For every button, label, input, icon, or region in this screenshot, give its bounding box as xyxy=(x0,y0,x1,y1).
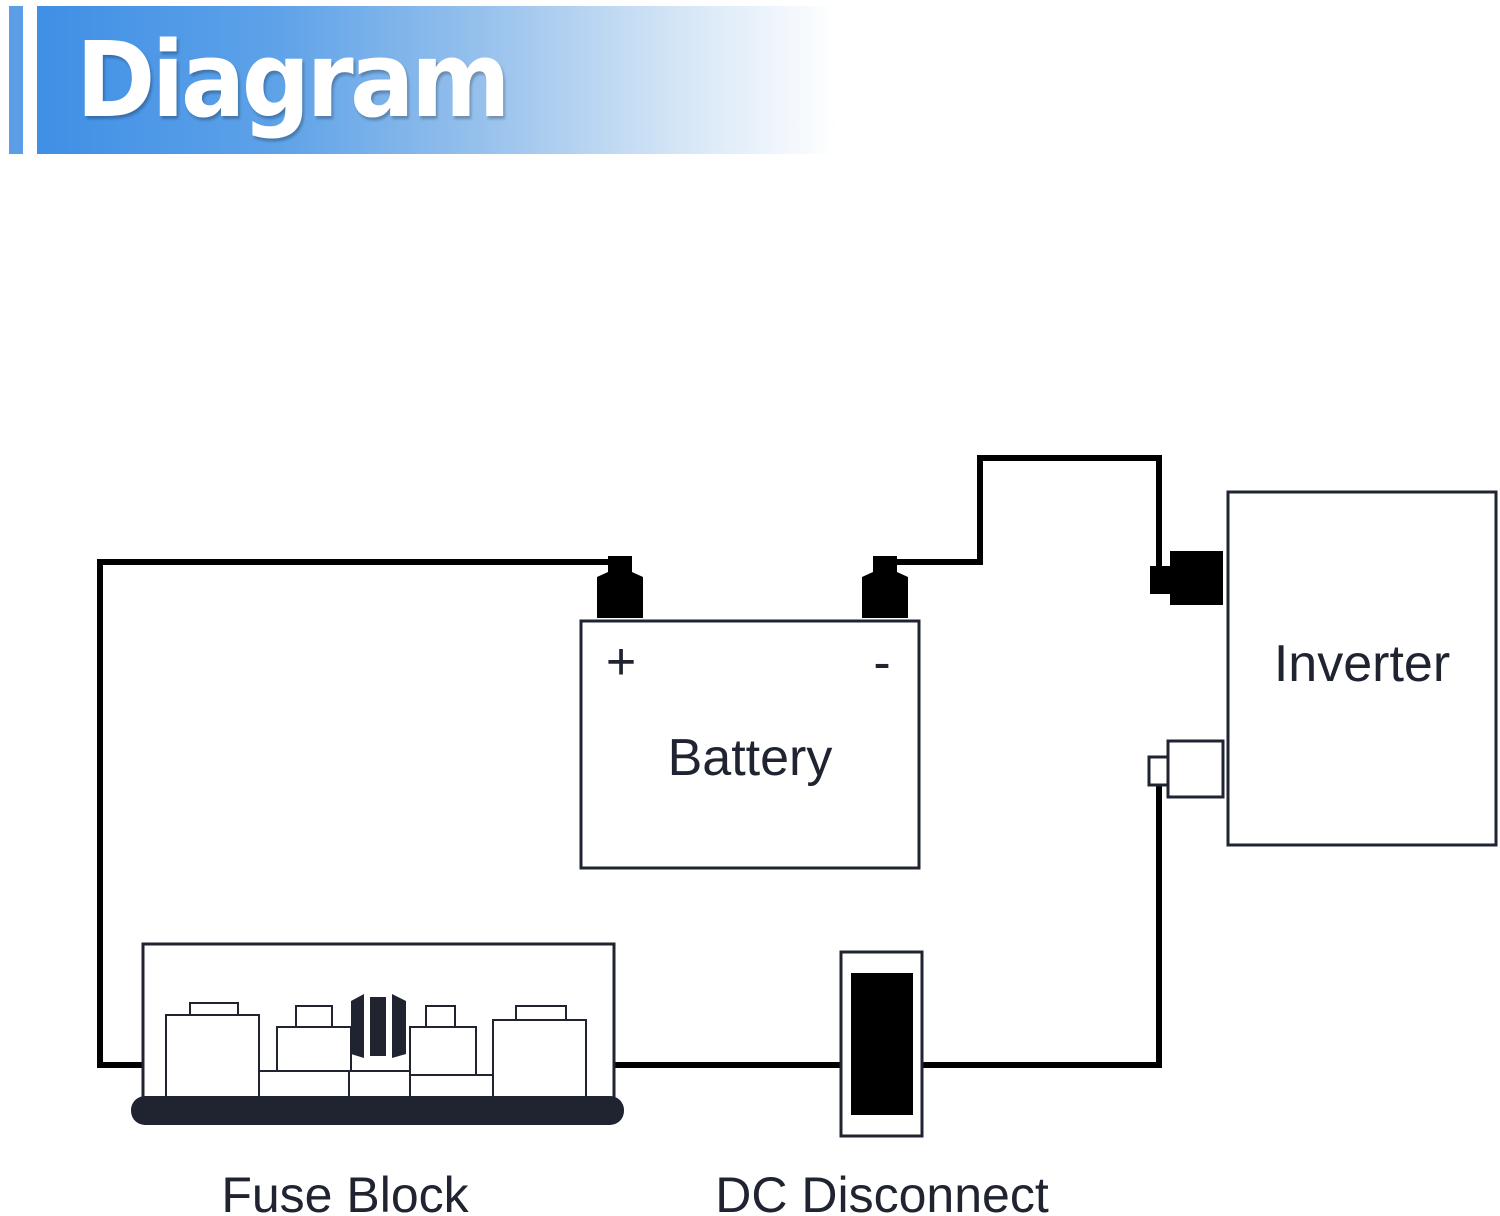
inverter-positive-terminal-tab xyxy=(1147,755,1170,787)
fuse-block-base xyxy=(131,1096,624,1125)
wire-disconnect-to-inverter xyxy=(922,784,1162,1068)
battery-negative-terminal xyxy=(862,556,908,618)
dc-disconnect-switch xyxy=(851,973,913,1115)
fuse-block-label: Fuse Block xyxy=(221,1167,469,1216)
inverter-negative-terminal-tab xyxy=(1150,566,1172,594)
header-accent-bar xyxy=(9,6,23,154)
fuse-icon xyxy=(351,994,406,1058)
battery-positive-terminal xyxy=(597,556,643,618)
fuse-block: Fuse Block xyxy=(131,942,624,1216)
inverter-negative-terminal xyxy=(1170,551,1223,605)
inverter-body xyxy=(1226,490,1498,847)
inverter-label: Inverter xyxy=(1274,635,1450,693)
page-title: Diagram xyxy=(76,19,511,141)
battery-label: Battery xyxy=(668,729,833,787)
header-band xyxy=(37,6,837,154)
battery-body xyxy=(579,619,921,870)
dc-disconnect-label: DC Disconnect xyxy=(715,1167,1049,1216)
fuse-block-internals xyxy=(165,1002,587,1101)
inverter-positive-terminal xyxy=(1166,739,1225,799)
wire-negative-to-inverter xyxy=(884,455,1162,578)
dc-disconnect: DC Disconnect xyxy=(715,950,1049,1216)
battery-negative-symbol: - xyxy=(873,634,890,692)
battery-positive-symbol: + xyxy=(606,633,636,691)
battery: + - Battery xyxy=(579,556,921,870)
inverter: Inverter xyxy=(1147,490,1498,847)
wires xyxy=(97,455,1162,1068)
wire-positive-to-fuse-block xyxy=(97,559,620,1068)
